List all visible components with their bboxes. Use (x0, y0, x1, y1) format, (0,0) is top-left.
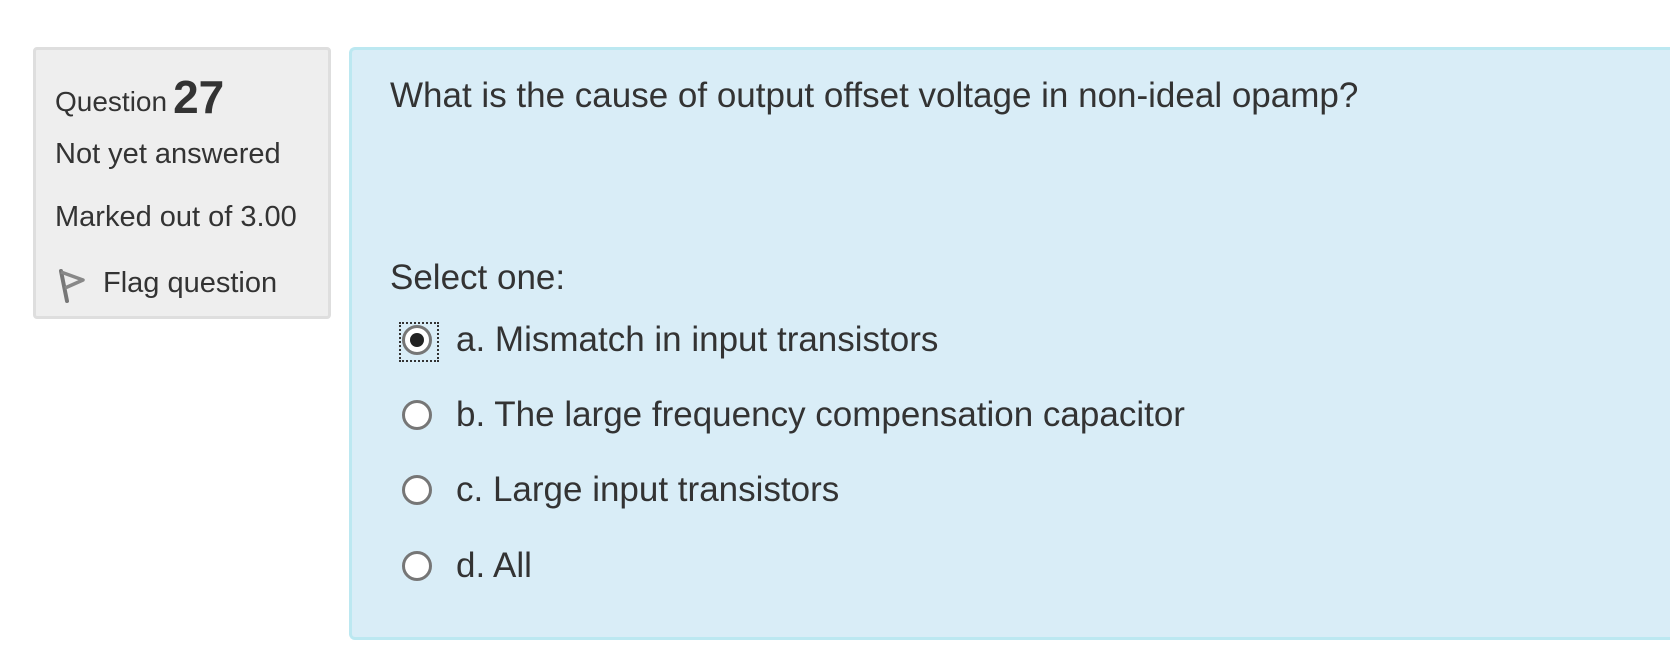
question-number: 27 (173, 71, 225, 123)
radio-button-c[interactable] (402, 475, 432, 505)
question-content-panel: What is the cause of output offset volta… (349, 47, 1670, 640)
answer-label-b: b. The large frequency compensation capa… (456, 395, 1185, 434)
flag-icon (59, 269, 85, 303)
focus-ring (399, 322, 439, 362)
question-grade: Marked out of 3.00 (55, 201, 297, 233)
flag-question-label: Flag question (103, 266, 278, 299)
answer-option-b[interactable]: b. The large frequency compensation capa… (402, 395, 1185, 435)
flag-question-button[interactable]: Flag question (55, 262, 277, 304)
answer-label-c: c. Large input transistors (456, 470, 840, 509)
question-label: Question (55, 86, 168, 117)
question-state: Not yet answered (55, 138, 281, 170)
radio-button-a[interactable] (399, 322, 439, 362)
radio-button-d[interactable] (402, 551, 432, 581)
answer-label-d: d. All (456, 546, 532, 585)
select-one-prompt: Select one: (390, 258, 566, 297)
answer-label-a: a. Mismatch in input transistors (456, 320, 939, 359)
answer-option-a[interactable]: a. Mismatch in input transistors (399, 320, 939, 362)
answer-option-d[interactable]: d. All (402, 546, 532, 586)
radio-button-b[interactable] (402, 400, 432, 430)
question-text: What is the cause of output offset volta… (390, 76, 1359, 115)
answer-option-c[interactable]: c. Large input transistors (402, 470, 839, 510)
